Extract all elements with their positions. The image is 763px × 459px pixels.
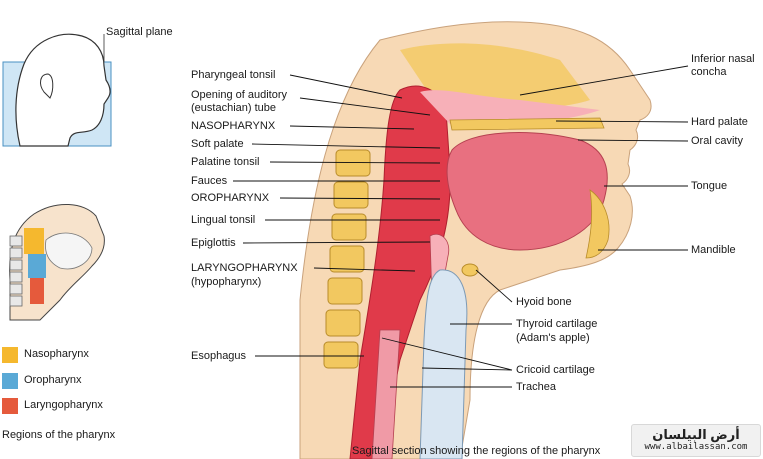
leader-lines-right — [381, 65, 689, 388]
larynx-trachea — [419, 269, 468, 459]
mini-nasopharynx — [24, 228, 44, 254]
head-outline — [15, 33, 111, 147]
mandible-shape — [585, 189, 610, 259]
legend-swatch — [2, 398, 18, 414]
label-auditory-tube-line2: (eustachian) tube — [191, 102, 276, 114]
label-tongue: Tongue — [691, 180, 728, 192]
label-inferior-nasal-line2: concha — [691, 66, 727, 78]
watermark-arabic: أرض البيلسان — [652, 427, 740, 442]
label-soft-palate: Soft palate — [191, 138, 244, 150]
legend-swatch — [2, 373, 18, 389]
label-thyroid-line1: Thyroid cartilage — [516, 318, 598, 330]
label-nasopharynx: NASOPHARYNX — [191, 120, 276, 132]
legend-swatch — [2, 347, 18, 363]
label-epiglottis: Epiglottis — [191, 237, 236, 249]
legend-label: Oropharynx — [24, 374, 82, 386]
mini-tongue — [45, 232, 93, 270]
ear-shape — [40, 73, 54, 99]
main-section — [299, 21, 652, 459]
label-oral-cavity: Oral cavity — [691, 135, 743, 147]
tongue-shape — [446, 132, 608, 251]
mini-laryngopharynx — [30, 278, 44, 304]
hard-palate-shape — [449, 117, 605, 131]
label-sagittal-plane: Sagittal plane — [106, 26, 173, 38]
watermark: أرض البيلسان www.albailassan.com — [631, 424, 761, 457]
legend-label: Laryngopharynx — [24, 399, 103, 411]
label-fauces: Fauces — [191, 175, 228, 187]
nasopharynx-lining — [420, 90, 600, 125]
leader-lines-left — [233, 74, 441, 357]
head-inset — [2, 33, 112, 147]
label-cricoid-cartilage: Cricoid cartilage — [516, 364, 595, 376]
mini-oropharynx — [28, 254, 46, 278]
label-lingual-tonsil: Lingual tonsil — [191, 214, 256, 226]
vertebrae — [323, 149, 371, 369]
label-hyoid-bone: Hyoid bone — [516, 296, 572, 308]
watermark-url: www.albailassan.com — [644, 442, 748, 452]
label-laryngopharynx-line2: (hypopharynx) — [191, 276, 262, 288]
hyoid-bone-shape — [461, 263, 479, 277]
figure-caption: Sagittal section showing the regions of … — [352, 445, 601, 457]
label-thyroid-line2: (Adam's apple) — [516, 332, 590, 344]
esophagus-shape — [371, 329, 401, 459]
legend-label: Nasopharynx — [24, 348, 89, 360]
label-oropharynx: OROPHARYNX — [191, 192, 270, 204]
label-trachea: Trachea — [516, 381, 556, 393]
label-inferior-nasal-line1: Inferior nasal — [691, 53, 755, 65]
mini-spine — [9, 235, 23, 307]
label-hard-palate: Hard palate — [691, 116, 748, 128]
legend-title: Regions of the pharynx — [2, 429, 116, 441]
label-laryngopharynx-line1: LARYNGOPHARYNX — [191, 262, 298, 274]
label-pharyngeal-tonsil: Pharyngeal tonsil — [191, 69, 276, 81]
label-mandible: Mandible — [691, 244, 736, 256]
label-auditory-tube-line1: Opening of auditory — [191, 89, 288, 101]
label-palatine-tonsil: Palatine tonsil — [191, 156, 260, 168]
regions-mini-diagram — [9, 203, 105, 321]
label-esophagus: Esophagus — [191, 350, 247, 362]
